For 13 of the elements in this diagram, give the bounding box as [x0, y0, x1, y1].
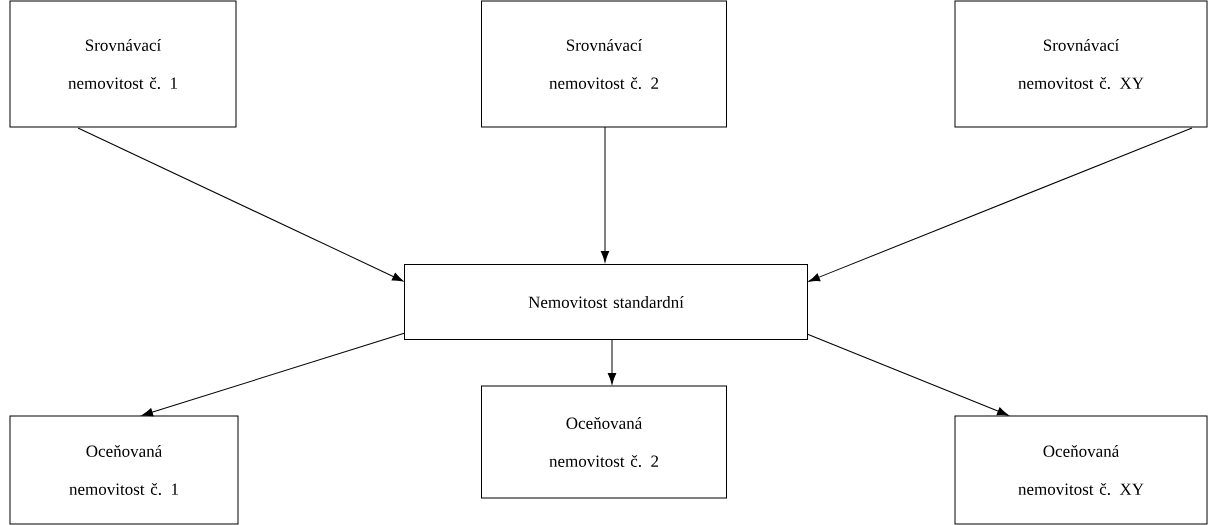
box: Srovnávací nemovitost č. 1	[9, 0, 237, 128]
box: Srovnávací nemovitost č. 2	[481, 0, 727, 128]
arrow	[77, 127, 404, 282]
box: Oceňovaná nemovitost č. 1	[9, 415, 239, 525]
arrow	[806, 333, 1009, 416]
box: Nemovitost standardní	[404, 264, 808, 340]
arrow	[141, 332, 406, 417]
arrow	[600, 126, 610, 263]
box: Srovnávací nemovitost č. XY	[954, 0, 1208, 128]
box: Oceňovaná nemovitost č. 2	[481, 385, 727, 499]
arrow	[607, 339, 617, 385]
arrow	[808, 127, 1193, 282]
box: Oceňovaná nemovitost č. XY	[954, 415, 1208, 525]
